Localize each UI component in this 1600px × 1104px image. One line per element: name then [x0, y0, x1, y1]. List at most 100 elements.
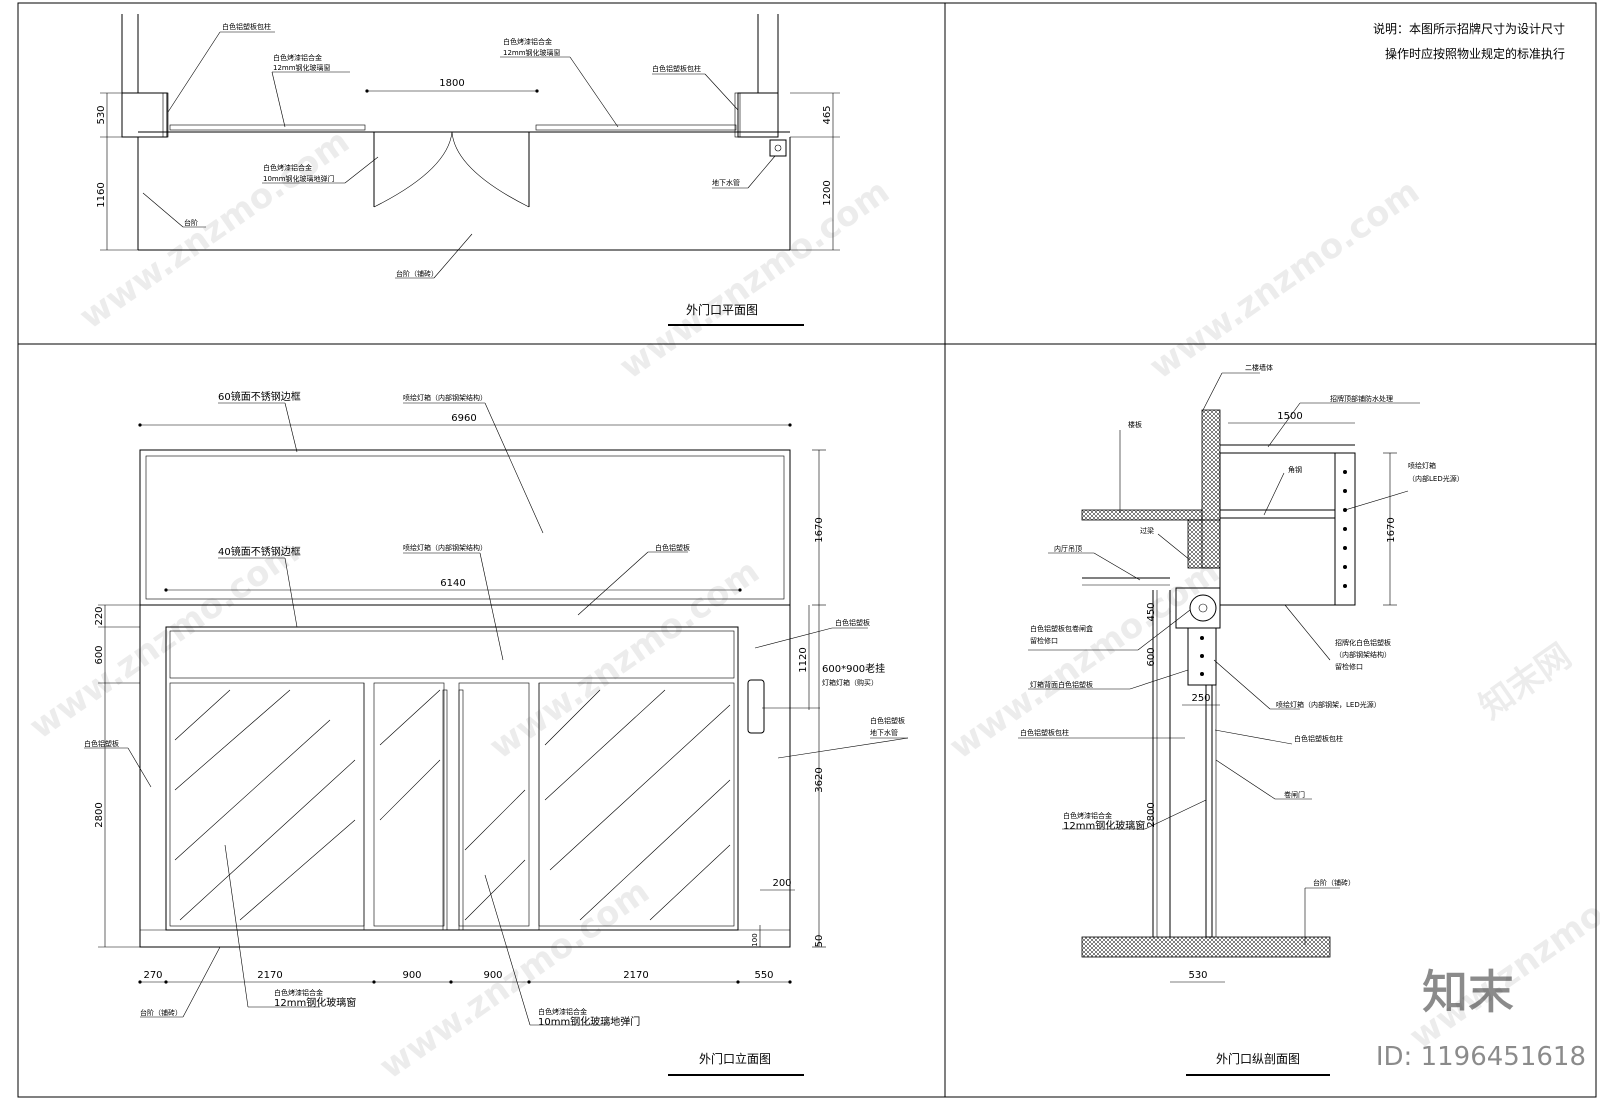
elev-label-right-panel: 白色铝塑板: [835, 618, 870, 627]
sect-dim-2800: 2800: [1146, 802, 1157, 827]
sect-label-slab: 楼板: [1128, 420, 1142, 429]
sect-dim-530: 530: [1188, 970, 1207, 981]
elev-label-window-a: 白色烤漆铝合金: [274, 988, 323, 997]
plan-label-window-right-b: 12mm钢化玻璃窗: [503, 48, 561, 57]
elev-label-step: 台阶（铺砖）: [140, 1008, 182, 1017]
elev-dim-100: 100: [751, 933, 759, 946]
sect-dim-450: 450: [1146, 602, 1157, 621]
sect-label-box-a: 招牌化白色铝塑板: [1335, 638, 1391, 647]
elevation-title: 外门口立面图: [699, 1051, 771, 1066]
watermark-4: www.znzmo.com: [22, 531, 307, 747]
elev-dim-1670: 1670: [814, 517, 825, 542]
sect-dim-600: 600: [1146, 647, 1157, 666]
sect-label-small-box: 喷绘灯箱（内部钢架，LED光源）: [1276, 700, 1381, 709]
elev-dim-50: 50: [814, 935, 825, 948]
elev-dim-200: 200: [772, 878, 791, 889]
sect-label-frame: 角钢: [1288, 465, 1302, 474]
image-id-label: ID: 1196451618: [1376, 1042, 1586, 1072]
sect-label-step: 台阶（铺砖）: [1313, 878, 1355, 887]
sect-label-window-b: 12mm钢化玻璃窗: [1063, 819, 1145, 832]
sect-label-roll-b: 留检修口: [1030, 636, 1058, 645]
elev-label-panel: 白色铝塑板: [655, 543, 690, 552]
plan-label-pillar-right: 白色铝塑板包柱: [652, 64, 701, 73]
watermark-8: www.znzmo.com: [1402, 841, 1600, 1057]
plan-dim-1200: 1200: [822, 180, 833, 205]
elev-dim-220: 220: [94, 606, 105, 625]
plan-dim-1800: 1800: [439, 78, 464, 89]
sect-label-beam: 过梁: [1140, 526, 1154, 535]
sect-label-plate: 白色铝塑板包柱: [1294, 734, 1343, 743]
elevation-view: 6960 6140 1670 3620 50: [84, 390, 909, 1076]
plan-dim-530: 530: [96, 105, 107, 124]
plan-dim-1160: 1160: [96, 182, 107, 207]
elev-label-top-box: 喷绘灯箱（内部钢架结构）: [403, 393, 487, 402]
elev-dim-2170-right: 2170: [623, 970, 648, 981]
watermark-1: www.znzmo.com: [72, 121, 357, 337]
plan-label-drain: 地下水管: [712, 178, 740, 187]
plan-label-window-right-a: 白色烤漆铝合金: [503, 37, 552, 46]
sheet-frame: [17, 2, 1597, 1098]
watermark-6: www.znzmo.com: [942, 551, 1227, 767]
elev-label-top-trim: 60镜面不锈钢边框: [218, 390, 301, 403]
elev-bottom-ticks: [138, 980, 792, 984]
elev-dim-2170-left: 2170: [257, 970, 282, 981]
elev-label-mid-box: 喷绘灯箱（内部钢架结构）: [403, 543, 487, 552]
note-line-1: 说明：本图所示招牌尺寸为设计尺寸: [1373, 21, 1565, 36]
glass-reflections: [174, 689, 731, 921]
elev-dim-550: 550: [754, 970, 773, 981]
watermark-layer: www.znzmo.com www.znzmo.com www.znzmo.co…: [22, 121, 1600, 1087]
watermark-2: www.znzmo.com: [612, 171, 897, 387]
elev-dim-2800: 2800: [94, 802, 105, 827]
plan-dim-465: 465: [822, 105, 833, 124]
sect-label-ceiling: 内厅吊顶: [1054, 544, 1082, 553]
elev-dim-6140: 6140: [440, 578, 465, 589]
elev-dim-3620: 3620: [814, 767, 825, 792]
elev-dim-900-left: 900: [402, 970, 421, 981]
sect-label-box-c: 留检修口: [1335, 662, 1363, 671]
plan-title: 外门口平面图: [686, 302, 758, 317]
sect-label-top-wall: 二楼墙体: [1245, 363, 1273, 372]
plan-label-edge: 台阶: [184, 218, 198, 227]
watermark-3: www.znzmo.com: [1142, 171, 1427, 387]
sect-label-box-b: （内部钢架结构）: [1335, 650, 1391, 659]
elev-label-right-bottom-b: 地下水管: [870, 728, 898, 737]
sect-label-back: 灯箱背面白色铝塑板: [1030, 680, 1093, 689]
elev-label-lamp-b: 灯箱灯箱（购买）: [822, 678, 878, 687]
note-line-2: 操作时应按照物业规定的标准执行: [1385, 46, 1565, 61]
sect-label-pillar: 白色铝塑板包柱: [1020, 728, 1069, 737]
sect-label-lightbox-b: （内部LED光源）: [1408, 474, 1464, 483]
sect-label-lightbox-a: 喷绘灯箱: [1408, 461, 1436, 470]
elev-dim-600: 600: [94, 645, 105, 664]
sect-label-window-a: 白色烤漆铝合金: [1063, 811, 1112, 820]
elev-dim-900-right: 900: [483, 970, 502, 981]
section-view: 1500 1670 450 600 2800 250 530 二楼墙体 楼板 招…: [1018, 363, 1464, 1076]
sect-dim-250: 250: [1191, 693, 1210, 704]
sect-label-sign-top: 招牌顶部铺防水处理: [1330, 394, 1393, 403]
sect-label-shutter: 卷闸门: [1284, 790, 1305, 799]
watermark-5: www.znzmo.com: [482, 551, 767, 767]
elev-label-door-a: 白色烤漆铝合金: [538, 1007, 587, 1016]
sect-label-roll-a: 白色铝塑板包卷闸盒: [1030, 624, 1093, 633]
plan-label-pillar-left: 白色铝塑板包柱: [222, 22, 271, 31]
sect-dim-1670: 1670: [1386, 517, 1397, 542]
elev-label-door-b: 10mm钢化玻璃地弹门: [538, 1015, 640, 1028]
elev-label-left-panel: 白色铝塑板: [84, 739, 119, 748]
elev-dim-6960: 6960: [451, 413, 476, 424]
section-title: 外门口纵剖面图: [1216, 1051, 1300, 1066]
led-points: [1343, 470, 1347, 588]
plan-label-step: 台阶（铺砖）: [396, 269, 438, 278]
plan-view: 1800 530 1160 465 1200 白色铝塑板包柱 白色烤漆铝合金 1…: [96, 14, 840, 326]
plan-label-window-left-a: 白色烤漆铝合金: [273, 53, 322, 62]
plan-label-door-b: 10mm钢化玻璃地弹门: [263, 174, 335, 183]
elev-dim-270: 270: [143, 970, 162, 981]
watermark-9: 知末网: [1472, 636, 1578, 727]
elev-dim-1120: 1120: [798, 647, 809, 672]
elev-label-right-bottom-a: 白色铝塑板: [870, 716, 905, 725]
plan-label-door-a: 白色烤漆铝合金: [263, 163, 312, 172]
elev-label-lamp-a: 600*900老挂: [822, 662, 885, 675]
logo-mark: 知末: [1422, 965, 1514, 1019]
elev-label-mid-trim: 40镜面不锈钢边框: [218, 545, 301, 558]
elev-label-window-b: 12mm钢化玻璃窗: [274, 996, 356, 1009]
